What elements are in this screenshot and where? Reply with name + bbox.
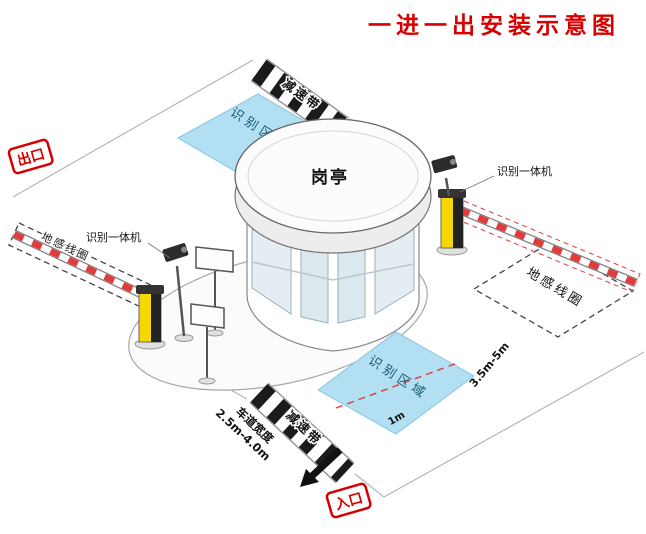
loop-to-zone-measurement: 3.5m-5m [467,340,512,390]
machine-left-cap [136,285,164,294]
label-leader-right [459,175,495,193]
entrance-arrow [300,447,343,487]
entrance-arrow-head [300,469,319,487]
ground-loop-right: 地感线圈 [472,242,635,338]
machine-right-panel [453,196,463,248]
entrance-badge-label: 入口 [333,490,364,513]
recognition-machine-left-label: 识别一体机 [86,230,141,244]
booth-window-mullion [251,261,415,281]
sign-board [195,246,234,273]
booth-roof-top [234,118,432,234]
booth-label: 岗亭 [311,167,349,188]
camera-left-lens [180,246,187,253]
guard-booth: 岗亭 [234,118,432,352]
machine-left-panel [151,292,161,342]
boundary-line [383,351,645,498]
sign-board [190,303,225,329]
booth-roof-inner-ring [247,130,419,222]
exit-badge: 出口 [7,138,54,175]
camera-left-pole [175,265,186,337]
exit-badge-frame [7,138,54,175]
boundary-line [354,473,385,498]
entrance-badge-frame [325,482,372,519]
barrier-machine-left [134,285,166,350]
camera-right-pole [444,177,451,197]
entrance-arrow-tail [309,447,343,479]
sign-post-1 [195,246,234,337]
barrier-right-arm-base [458,206,638,287]
entrance-badge: 入口 [325,482,372,519]
barrier-left [12,229,152,303]
zone-offset-line [335,361,461,409]
machine-right-cap [438,189,466,198]
camera-right-head [431,155,458,174]
recognition-zone-bottom-area [317,331,475,435]
barrier-left-arm-stripes [12,231,152,301]
sign-post-2 [190,303,225,385]
camera-right-lens [449,158,456,165]
recognition-machine-right-label: 识别一体机 [497,164,552,178]
speed-bump-stripes [251,59,349,140]
recognition-zone-bottom: 1m 识别区域 [317,331,475,435]
sign-post-base [206,329,224,337]
camera-right [431,155,458,197]
barrier-machine-right [436,189,468,256]
label-leader-left [147,242,171,259]
sign-post-base [198,377,216,385]
ground-loop-right-outline [472,242,635,338]
ground-loop-right-label: 地感线圈 [524,264,587,311]
boundary-line [12,59,254,198]
diagram-title: 一进一出安装示意图 [368,12,620,39]
